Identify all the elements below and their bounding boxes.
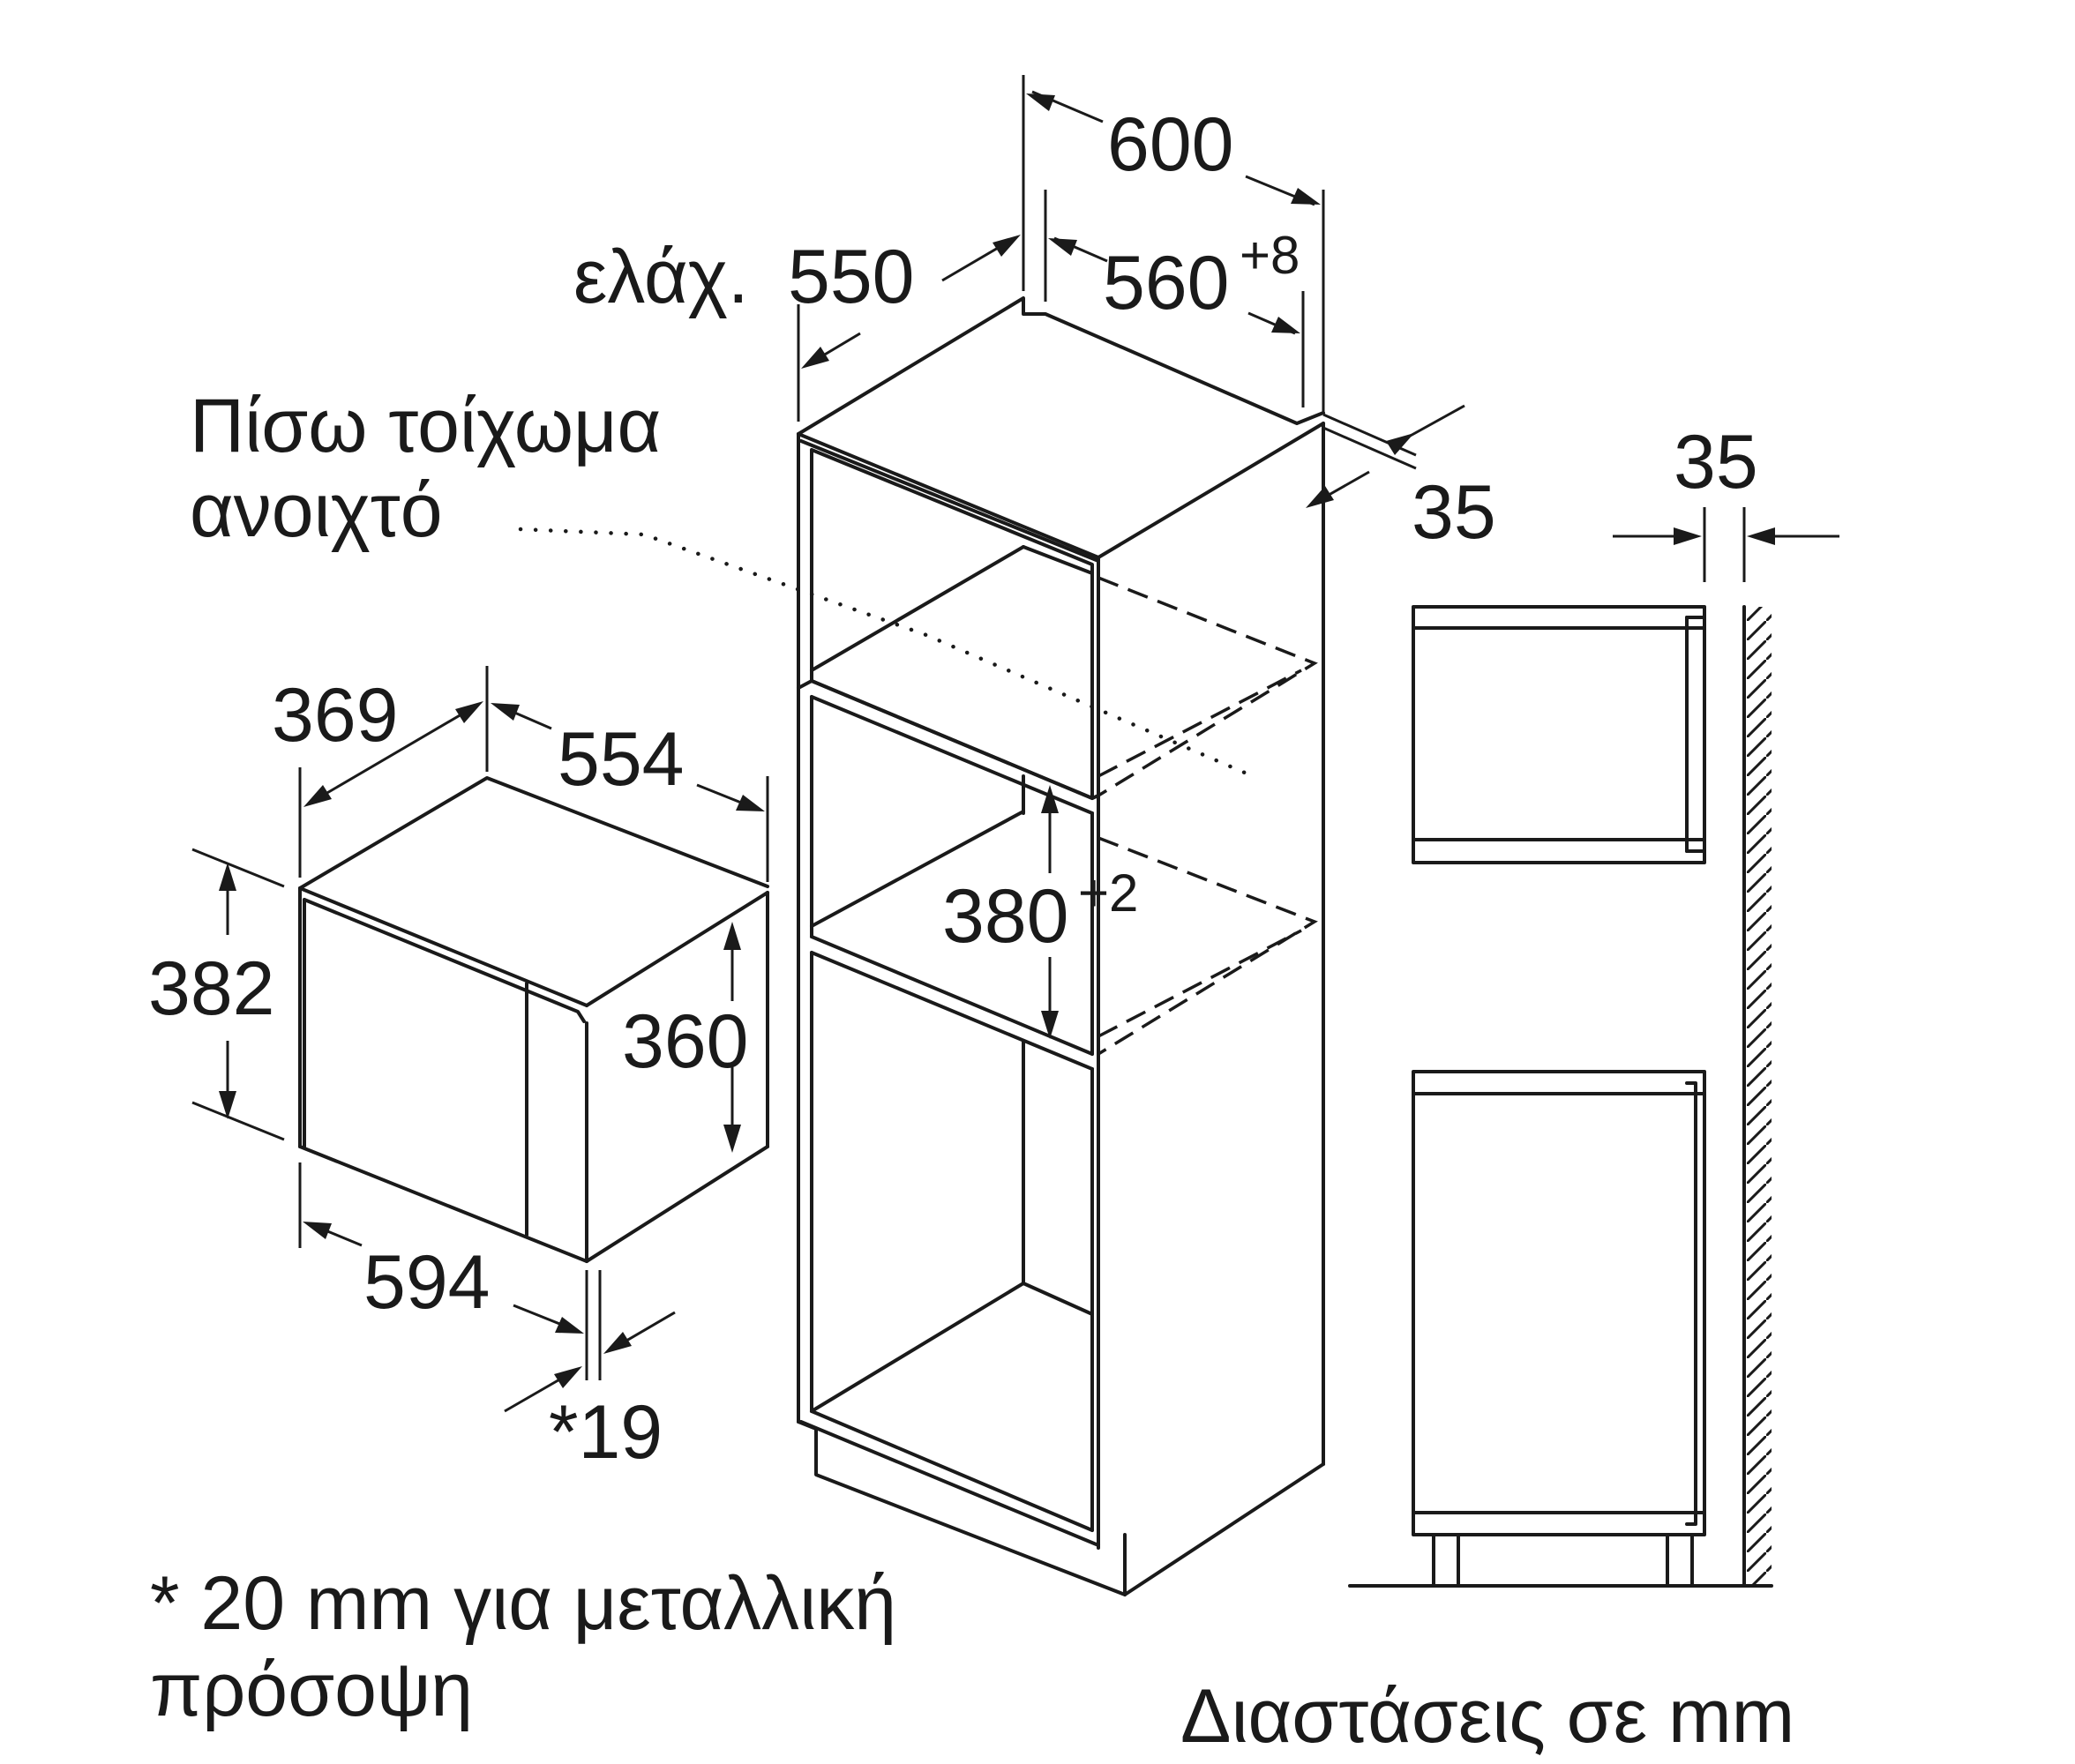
dimension-550-label: 550 [788, 235, 915, 319]
rear-wall-label-line1: Πίσω τοίχωμα [190, 384, 661, 468]
dimension-lines [191, 75, 1839, 1413]
units-caption: Διαστάσεις σε mm [1180, 1674, 1794, 1759]
dimension-19-label: *19 [549, 1390, 663, 1475]
dimension-35-cabinet-label: 35 [1412, 470, 1496, 555]
dimension-560-label: 560 [1103, 241, 1230, 325]
dimension-554-label: 554 [558, 717, 685, 802]
dimension-560-tolerance: +8 [1240, 226, 1300, 285]
dimension-35-side-label: 35 [1674, 420, 1758, 505]
footnote-line1: * 20 mm για μεταλλική [150, 1561, 896, 1646]
dimension-arrowheads [219, 93, 1775, 1388]
dimension-380-tolerance: +2 [1078, 863, 1138, 923]
rear-wall-label-line2: ανοιχτό [190, 468, 443, 553]
microwave-appliance [298, 776, 769, 1263]
min-prefix-label: ελάχ. [573, 235, 749, 319]
dimension-594-label: 594 [363, 1240, 491, 1325]
dimension-labels: 600 ελάχ. 550 560 +8 Πίσω τοίχωμα ανοιχτ… [148, 102, 1794, 1759]
footnote-line2: πρόσοψη [150, 1648, 473, 1732]
tall-cabinet [518, 296, 1325, 1596]
dimension-600-label: 600 [1107, 102, 1234, 187]
dimension-382-label: 382 [148, 946, 275, 1031]
dimension-369-label: 369 [272, 673, 399, 758]
dimension-380-label: 380 [942, 874, 1069, 959]
side-section-view [1348, 605, 1773, 1588]
dimension-360-label: 360 [622, 999, 749, 1084]
